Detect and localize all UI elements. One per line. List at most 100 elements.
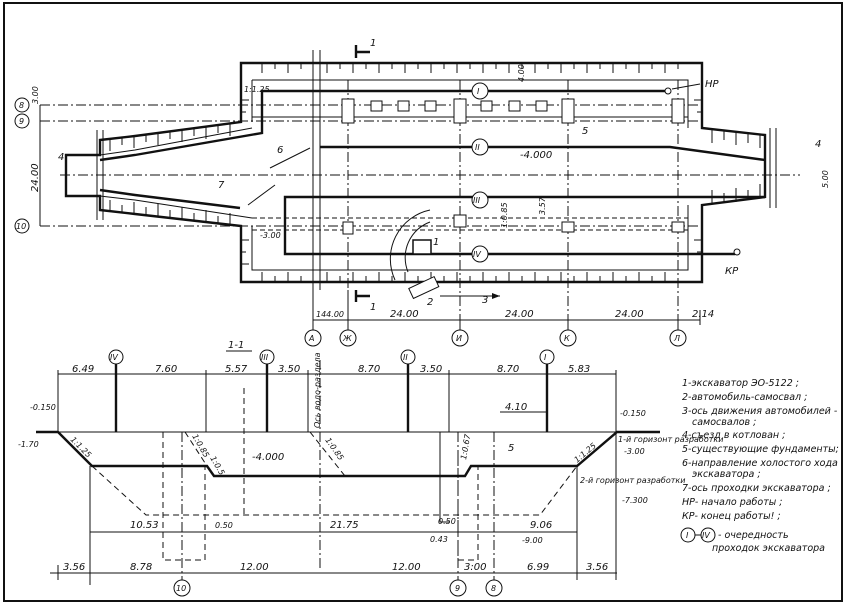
section-pass-ii: II: [403, 353, 408, 362]
section-view: 1-1 IV III II I 6.49 7.60 5.57 3.50 8.70…: [18, 340, 723, 597]
axis-9: 9: [19, 117, 24, 126]
foundation-label: 5: [508, 443, 514, 454]
legend-item-hr: НР- начало работы ;: [682, 497, 782, 508]
callout-1: 1: [433, 237, 439, 248]
plan-dim-144: 144.00: [316, 310, 344, 319]
sec-dim-4-10: 4.10: [505, 402, 527, 413]
legend-mark-i: I: [686, 531, 689, 540]
plan-level-small: -3.00: [260, 231, 281, 240]
pass-i-label: I: [477, 87, 480, 96]
end-label: КР: [725, 266, 739, 277]
dump-truck-icon: [408, 275, 440, 300]
start-label: НР: [705, 79, 720, 90]
callout-5: 5: [582, 126, 588, 137]
sec-dim-9-06: 9.06: [530, 520, 552, 531]
slope-1-067: 1:0.67: [459, 433, 472, 461]
legend-item-6: 6-направление холостого хода: [682, 458, 838, 469]
sec-dim-0-50-a: 0.50: [215, 521, 233, 530]
slope-1-085-a: 1:0.85: [190, 433, 211, 460]
horizon-1-depth: -3.00: [624, 447, 645, 456]
legend-item-7: 7-ось проходки экскаватора ;: [682, 483, 831, 494]
sec-dim-3-56-b: 3.56: [586, 562, 608, 573]
legend-item-1: 1-экскаватор ЭО-5122 ;: [682, 378, 799, 389]
sec-dim-0-50-b: 0.50: [438, 517, 456, 526]
sec-dim-3-00: 3:00: [464, 562, 486, 573]
legend-item-6-cont: экскаватора ;: [692, 469, 761, 480]
pass-markers: I II III IV: [471, 82, 489, 263]
plan-dim-left-total: 24.00: [30, 163, 41, 192]
row-axis-markers: 8 9 10: [14, 97, 30, 234]
slope-hatching: [109, 63, 761, 282]
column-axis-markers: А Ж И К Л: [304, 329, 687, 347]
legend-item-4: 4-съезд в котлован ;: [682, 430, 785, 441]
legend-item-5: 5-существующие фундаменты;: [682, 444, 839, 455]
sec-axis-9: 9: [455, 584, 460, 593]
plan-dim-24-3: 24.00: [615, 309, 644, 320]
level-4000: -4.000: [252, 452, 284, 463]
axis-i: И: [456, 334, 462, 343]
sheet-frame: [3, 2, 843, 602]
legend-item-3: 3-ось движения автомобилей -: [682, 406, 838, 417]
slope-1-085-b: 1:0.85: [323, 436, 345, 462]
sec-axis-10: 10: [176, 584, 186, 593]
callout-4-right: 4: [815, 139, 821, 150]
callout-7: 7: [218, 180, 225, 191]
existing-foundations: [341, 98, 685, 235]
section-axis-markers: 10 9 8: [173, 579, 503, 597]
axis-10: 10: [16, 222, 26, 231]
section-pass-iii: III: [261, 353, 269, 362]
sec-dim-6-49: 6.49: [72, 364, 94, 375]
sec-axis-8: 8: [491, 584, 496, 593]
horizon-1-label: 1-й горизонт разработки: [618, 435, 723, 444]
plan-dim-4: 4.00: [517, 64, 526, 82]
section-mark-top: 1: [370, 38, 376, 49]
sec-dim-6-99: 6.99: [527, 562, 549, 573]
legend-mark-iv: IV: [702, 531, 710, 540]
level-left-0150: -0.150: [30, 403, 56, 412]
plan-dim-24-2: 24.00: [505, 309, 534, 320]
pass-iv-label: IV: [473, 250, 481, 259]
level-right-0150: -0.150: [620, 409, 646, 418]
sec-dim-3-50-a: 3.50: [278, 364, 300, 375]
section-pass-i: I: [544, 353, 547, 362]
plan-dim-357: 3.57: [538, 196, 547, 215]
plan-dim-ramp: 5.00: [821, 170, 830, 188]
pass-ii-label: II: [475, 143, 480, 152]
sec-dim-5-57: 5.57: [225, 364, 248, 375]
sec-dim-10-53: 10.53: [130, 520, 159, 531]
axis-zh: Ж: [342, 334, 352, 343]
level-900: -9.00: [522, 536, 543, 545]
sec-dim-8-70-a: 8.70: [358, 364, 380, 375]
plan-dim-24-1: 24.00: [390, 309, 419, 320]
excavator-icon: [412, 239, 432, 255]
sec-dim-3-50-b: 3.50: [420, 364, 442, 375]
legend: 1-экскаватор ЭО-5122 ; 2-автомобиль-само…: [680, 378, 839, 554]
legend-item-kr: КР- конец работы! ;: [682, 511, 781, 522]
sec-dim-8-78: 8.78: [130, 562, 152, 573]
sec-dim-5-83: 5.83: [568, 364, 590, 375]
plan-level-bottom: -4.000: [520, 150, 552, 161]
level-7300: -7.300: [622, 496, 648, 505]
section-title: 1-1: [228, 340, 244, 351]
plan-dim-2-14: 2.14: [692, 309, 714, 320]
callout-3: 3: [482, 295, 488, 306]
axis-a: А: [308, 334, 314, 343]
sec-dim-8-70-b: 8.70: [497, 364, 519, 375]
sec-dim-3-56-a: 3.56: [63, 562, 85, 573]
section-mark-bottom: 1: [370, 302, 376, 313]
plan-view: I II III IV НР КР 1 2 3 4 4 5 6 7 -4.000…: [14, 38, 830, 347]
sec-dim-0-43: 0.43: [430, 535, 448, 544]
sec-dim-12-a: 12.00: [240, 562, 269, 573]
legend-item-3-cont: самосвалов ;: [692, 417, 756, 428]
axis-8: 8: [19, 101, 24, 110]
plan-dim-left-top: 3.00: [31, 86, 40, 104]
plan-slope-small: 1:0.85: [500, 202, 509, 228]
sec-dim-21-75: 21.75: [330, 520, 359, 531]
legend-item-order-cont: проходок экскаватора: [712, 543, 825, 554]
pass-iii-label: III: [473, 196, 481, 205]
axis-l: Л: [673, 334, 680, 343]
callout-2: 2: [427, 297, 433, 308]
legend-item-order: - очередность: [718, 530, 789, 541]
section-pass-markers: IV III II I: [108, 349, 555, 432]
